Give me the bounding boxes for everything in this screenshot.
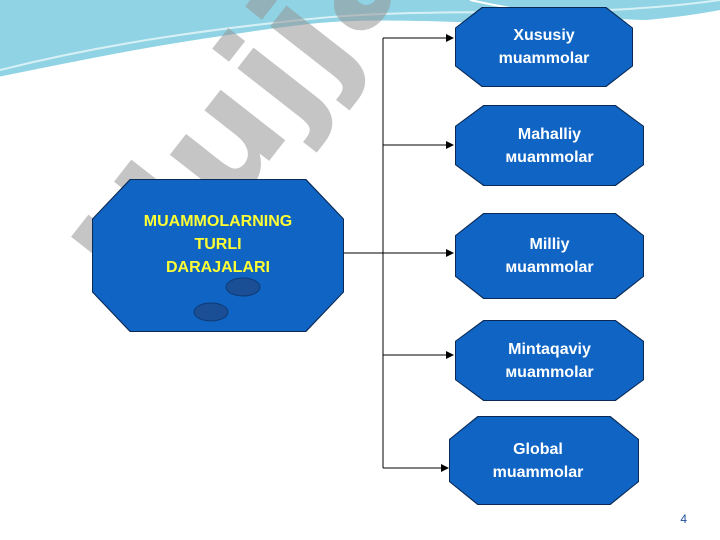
branch-box-mahalliy: Mahalliy мuammolar: [456, 106, 643, 185]
page-number: 4: [680, 512, 687, 526]
branch-box-mintaqaviy: Mintaqaviy мuammolar: [456, 321, 643, 400]
branch-label: Global muammolar: [492, 440, 584, 481]
branch-box-milliy: Milliy мuammolar: [456, 214, 643, 298]
branch-box-xususiy: Xususiy muammolar: [456, 8, 632, 86]
branch-label: Mintaqaviy мuammolar: [505, 340, 594, 381]
branch-label: Mahalliy мuammolar: [505, 125, 594, 166]
branch-box-global: Global muammolar: [450, 417, 638, 504]
main-box-label: MUAMMOLARNING TURLI DARAJALARI: [143, 213, 293, 276]
branch-label: Xususiy muammolar: [498, 27, 590, 67]
branch-label: Milliy мuammolar: [505, 236, 594, 276]
